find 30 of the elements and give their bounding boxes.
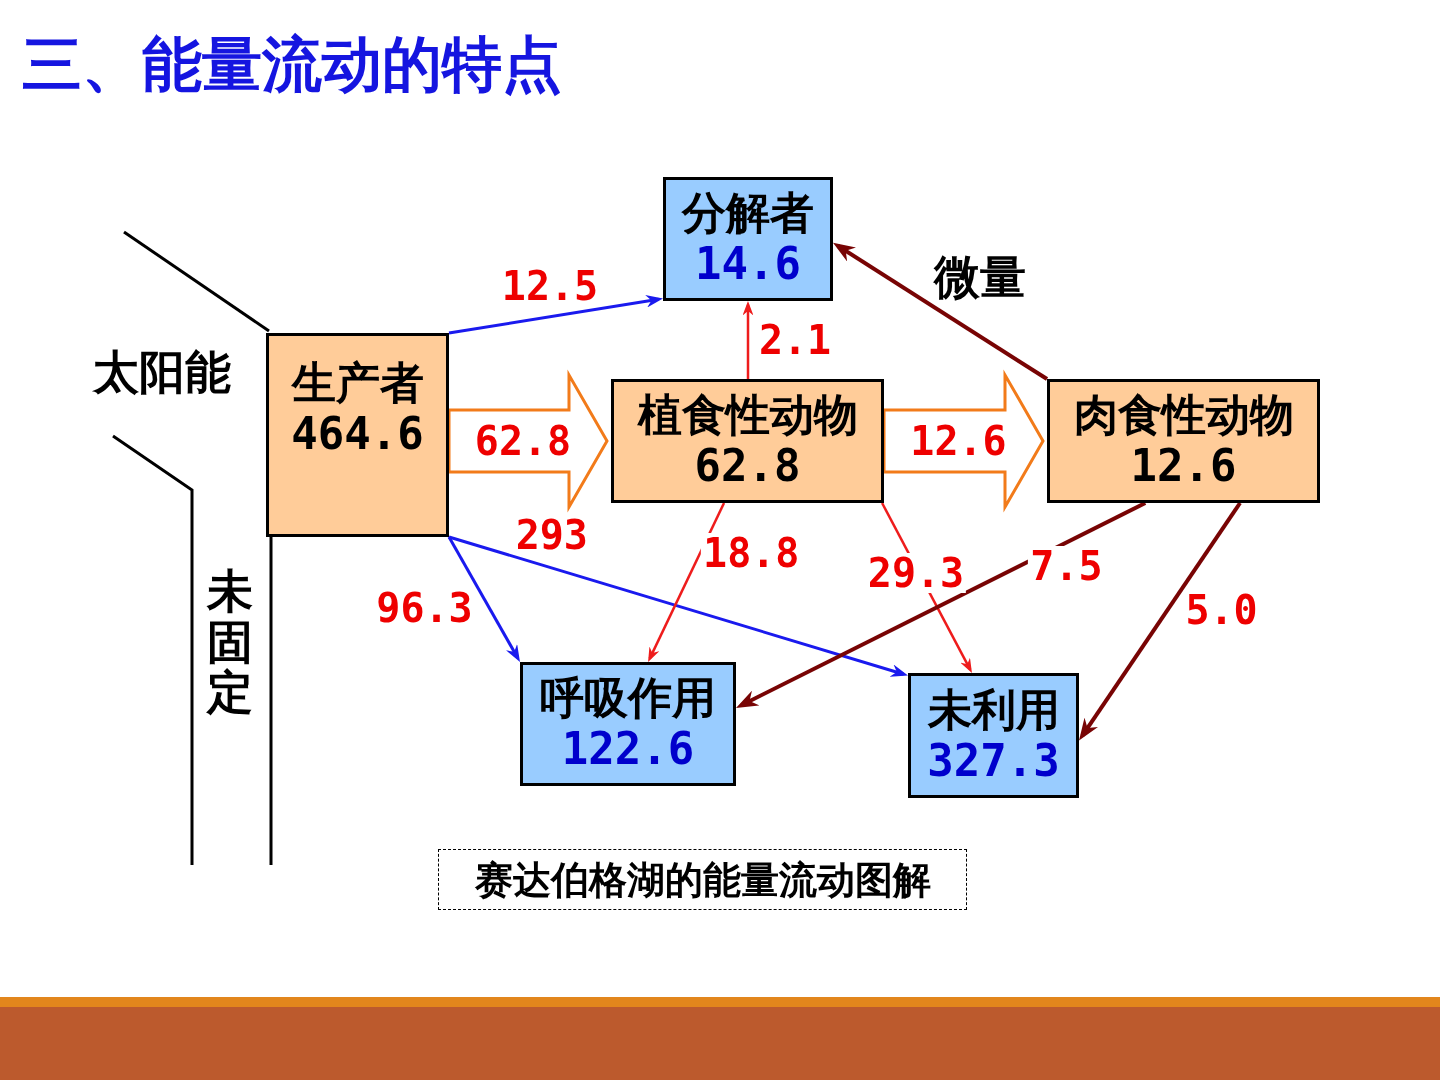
node-value: 464.6 (291, 408, 424, 460)
arrow (447, 536, 520, 662)
figure-caption: 赛达伯格湖的能量流动图解 (438, 849, 967, 910)
arrow (448, 535, 908, 677)
producer-box (266, 333, 449, 537)
respiration-box (520, 662, 736, 786)
vertical-label: 未固定 (207, 566, 253, 718)
decomposer-box (663, 177, 833, 301)
arrow (448, 294, 663, 335)
node-title: 肉食性动物 (1073, 390, 1294, 441)
unused-energy-box (908, 673, 1079, 798)
carnivore-box (1047, 379, 1320, 503)
node-title: 生产者 (291, 358, 424, 409)
node-value: 327.3 (927, 735, 1060, 787)
node-title: 植食性动物 (637, 390, 858, 441)
slide-title: 三、能量流动的特点 (22, 34, 562, 94)
arrow (1079, 501, 1242, 741)
node-value: 12.6 (1130, 441, 1237, 492)
arrow (833, 242, 1049, 381)
edge-label: 微量 (932, 253, 1028, 300)
arrow (742, 301, 754, 379)
node-title: 分解者 (682, 188, 814, 239)
arrow (736, 501, 1147, 708)
node-title: 未利用 (927, 684, 1060, 736)
node-title: 呼吸作用 (540, 673, 716, 724)
node-value: 14.6 (695, 239, 801, 290)
node-value: 62.8 (694, 441, 801, 492)
node-value: 122.6 (561, 724, 695, 775)
herbivore-box (611, 379, 884, 503)
arrow (648, 502, 726, 662)
